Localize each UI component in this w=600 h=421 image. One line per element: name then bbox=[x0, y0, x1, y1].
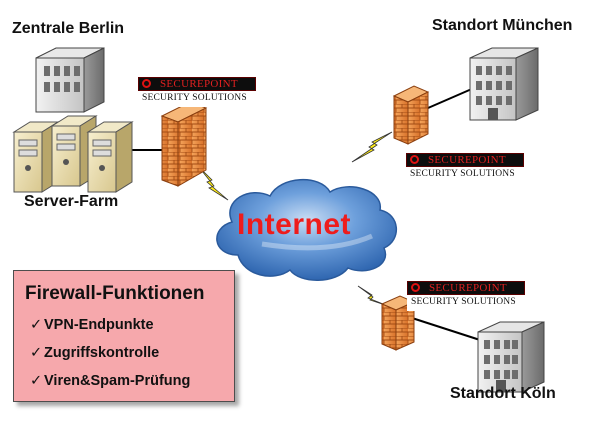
internet-label: Internet bbox=[237, 208, 352, 241]
brand-tagline: SECURITY SOLUTIONS bbox=[410, 169, 515, 179]
building-icon bbox=[469, 47, 539, 121]
connection-lines bbox=[130, 87, 481, 341]
line-firewall-cologne bbox=[411, 317, 481, 341]
hq-label: Zentrale Berlin bbox=[12, 20, 125, 37]
line-firewall-munich bbox=[427, 87, 475, 109]
feature-item: ✓VPN-Endpunkte bbox=[30, 317, 154, 333]
brand-logo: SECUREPOINT SECURITY SOLUTIONS bbox=[406, 153, 524, 183]
brand-logo-mark bbox=[142, 77, 152, 91]
server-icon bbox=[12, 115, 134, 193]
features-title: Firewall-Funktionen bbox=[25, 283, 205, 304]
feature-item: ✓Viren&Spam-Prüfung bbox=[30, 373, 190, 389]
firewall-icon bbox=[380, 295, 416, 351]
brand-name: SECUREPOINT bbox=[160, 78, 238, 90]
check-icon: ✓ bbox=[30, 317, 43, 333]
check-icon: ✓ bbox=[30, 373, 43, 389]
brand-logo-mark bbox=[411, 281, 421, 295]
brand-tagline: SECURITY SOLUTIONS bbox=[411, 297, 516, 307]
server-farm-label: Server-Farm bbox=[24, 193, 119, 210]
building-icon bbox=[35, 47, 105, 113]
brand-logo: SECUREPOINT SECURITY SOLUTIONS bbox=[138, 77, 256, 107]
building-icon bbox=[477, 321, 545, 393]
feature-item-label: VPN-Endpunkte bbox=[44, 317, 154, 333]
firewall-icon bbox=[160, 101, 208, 187]
feature-item-label: Zugriffskontrolle bbox=[44, 345, 160, 361]
firewall-icon bbox=[392, 85, 430, 145]
brand-name: SECUREPOINT bbox=[429, 282, 507, 294]
features-box: Firewall-Funktionen ✓VPN-Endpunkte ✓Zugr… bbox=[13, 270, 235, 402]
brand-name: SECUREPOINT bbox=[428, 154, 506, 166]
brand-logo-mark bbox=[410, 153, 420, 167]
brand-logo-bar bbox=[406, 153, 524, 167]
feature-item-label: Viren&Spam-Prüfung bbox=[44, 373, 191, 389]
brand-logo-bar bbox=[138, 77, 256, 91]
feature-item: ✓Zugriffskontrolle bbox=[30, 345, 159, 361]
cologne-label: Standort Köln bbox=[450, 385, 556, 402]
brand-tagline: SECURITY SOLUTIONS bbox=[142, 93, 247, 103]
munich-label: Standort München bbox=[432, 17, 573, 34]
check-icon: ✓ bbox=[30, 345, 43, 361]
cloud-icon bbox=[216, 179, 398, 281]
brand-logo: SECUREPOINT SECURITY SOLUTIONS bbox=[407, 281, 525, 311]
brand-logo-bar bbox=[407, 281, 525, 295]
